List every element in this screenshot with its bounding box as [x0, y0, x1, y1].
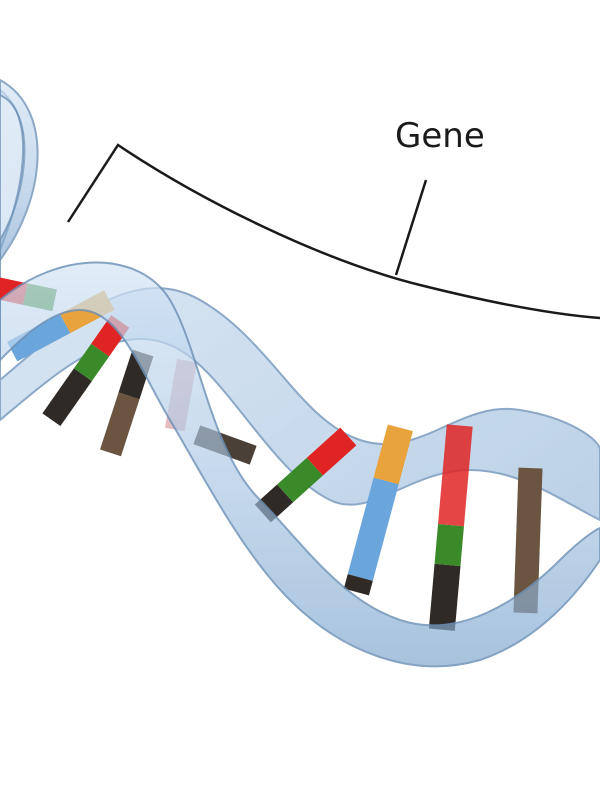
- gene-bracket-curve: [66, 143, 600, 320]
- base-pair: [343, 424, 413, 596]
- gene-label: Gene: [395, 116, 485, 156]
- base-pair-group-right: [254, 424, 543, 631]
- gene-label-leader: [394, 179, 428, 276]
- base-pair: [428, 424, 473, 631]
- backbone-strand-top-left: [0, 78, 39, 262]
- base-pair: [513, 467, 543, 614]
- backbone-strand-front: [0, 261, 600, 668]
- gene-bracket: [66, 143, 600, 320]
